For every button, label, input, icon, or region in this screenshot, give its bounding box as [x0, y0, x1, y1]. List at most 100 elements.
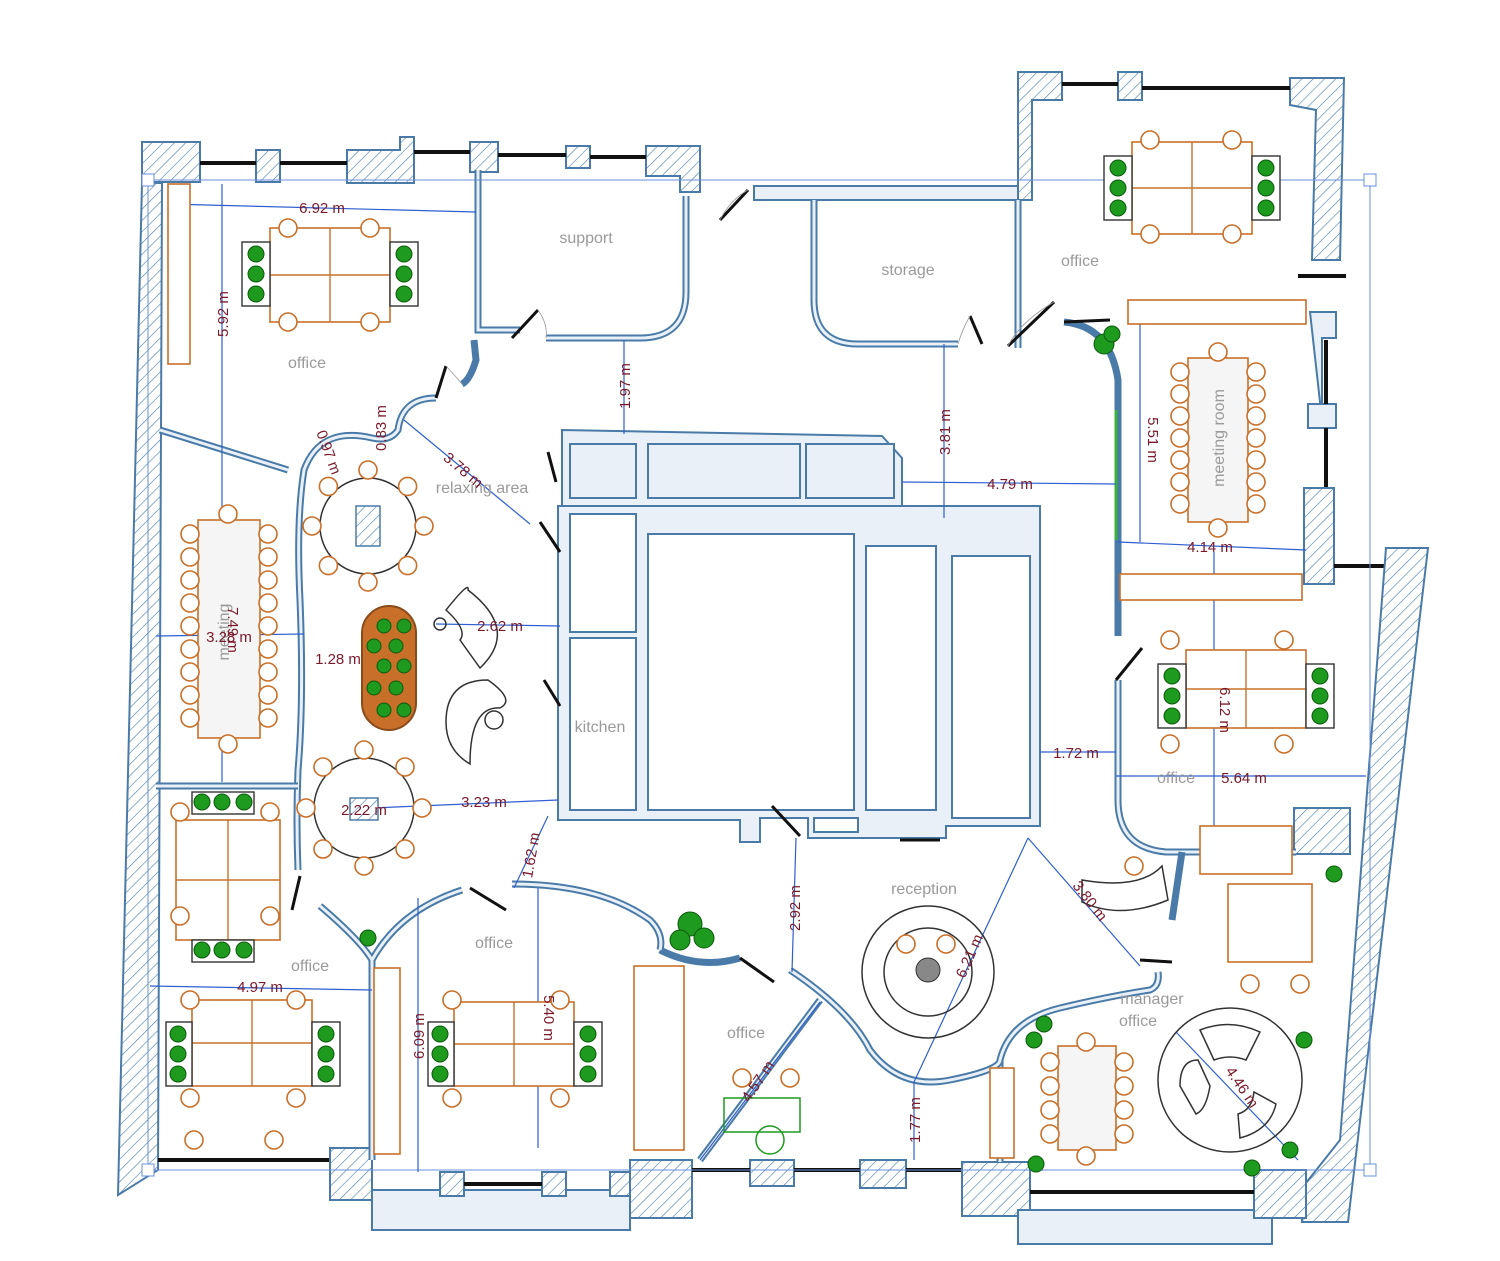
- chair: [318, 476, 339, 497]
- chair: [180, 616, 200, 636]
- chair: [354, 740, 374, 760]
- chair: [358, 460, 378, 480]
- chair: [354, 856, 374, 876]
- chair: [1160, 734, 1180, 754]
- chair: [1246, 362, 1266, 382]
- chair: [1274, 630, 1294, 650]
- room-label-office: office: [291, 958, 329, 975]
- chair: [1246, 384, 1266, 404]
- chair: [1076, 1146, 1096, 1166]
- dimension-label: 4.97 m: [237, 979, 283, 996]
- chair: [1246, 406, 1266, 426]
- dimension-label: 6.09 m: [411, 1013, 428, 1059]
- room-label-reception: reception: [891, 881, 957, 898]
- room-label-manager-office: manager: [1120, 991, 1184, 1008]
- chair: [258, 616, 278, 636]
- chair: [180, 708, 200, 728]
- chair: [258, 639, 278, 659]
- chair: [550, 990, 570, 1010]
- room-labels: support storage office office relaxing a…: [216, 230, 1228, 1042]
- chair: [1040, 1076, 1060, 1096]
- dimension-label: 3.23 m: [461, 794, 507, 811]
- chair: [180, 662, 200, 682]
- chair: [896, 934, 916, 954]
- dimension-label: 1.77 m: [907, 1097, 924, 1143]
- dimension-label: 5.64 m: [1221, 770, 1267, 787]
- chair: [1240, 974, 1260, 994]
- exterior-walls: [116, 71, 1430, 1245]
- chair: [1114, 1124, 1134, 1144]
- chair: [180, 1088, 200, 1108]
- room-label-office: office: [1061, 253, 1099, 270]
- chair: [1170, 428, 1190, 448]
- meeting-table: [1187, 357, 1249, 523]
- chair: [1208, 518, 1228, 538]
- dimension-label: 2.62 m: [477, 618, 523, 635]
- dimension-label: 1.62 m: [519, 831, 544, 879]
- chair: [180, 593, 200, 613]
- chair: [313, 757, 333, 777]
- dimension-label: 5.40 m: [540, 995, 557, 1041]
- chair: [170, 802, 190, 822]
- dimension-label: 2.22 m: [341, 802, 387, 819]
- furniture: [165, 130, 1343, 1177]
- room-label-office: office: [727, 1025, 765, 1042]
- chair: [318, 555, 339, 576]
- chair: [442, 1088, 462, 1108]
- chair: [170, 906, 190, 926]
- chair: [397, 476, 418, 497]
- chair: [1170, 494, 1190, 514]
- doors: [290, 188, 1173, 984]
- room-label-office: office: [475, 935, 513, 952]
- dimension-label: 5.92 m: [215, 291, 232, 337]
- dimension-label: 4.79 m: [987, 476, 1033, 493]
- chair: [1170, 406, 1190, 426]
- workstation-cluster: [165, 999, 341, 1087]
- chair: [1114, 1052, 1134, 1072]
- chair: [286, 1088, 306, 1108]
- room-label-storage: storage: [881, 262, 934, 279]
- chair: [258, 685, 278, 705]
- meeting-table: [197, 519, 261, 739]
- dimension-label: 1.97 m: [617, 363, 634, 409]
- chairs: [170, 342, 1310, 1166]
- chair: [395, 757, 415, 777]
- meeting-table: [1057, 1045, 1117, 1151]
- dimension-label: 6.12 m: [1216, 687, 1233, 733]
- chair: [550, 1088, 570, 1108]
- chair: [1170, 472, 1190, 492]
- chair: [286, 990, 306, 1010]
- chair: [260, 906, 280, 926]
- dimension-label: 3.81 m: [937, 409, 954, 455]
- room-label-office: office: [288, 355, 326, 372]
- dimension-label: 5.51 m: [1144, 417, 1161, 463]
- chair: [1246, 494, 1266, 514]
- dimension-label: 4.14 m: [1187, 539, 1233, 556]
- chair: [395, 839, 415, 859]
- chair: [258, 593, 278, 613]
- chair: [258, 524, 278, 544]
- dimension-label: 1.72 m: [1053, 745, 1099, 762]
- chair: [936, 934, 956, 954]
- chair: [1040, 1052, 1060, 1072]
- chair: [1290, 974, 1310, 994]
- chair: [1114, 1100, 1134, 1120]
- chair: [180, 547, 200, 567]
- chair: [218, 734, 238, 754]
- chair: [313, 839, 333, 859]
- chair: [1124, 856, 1144, 876]
- chair: [358, 572, 378, 592]
- room-label-support: support: [559, 230, 613, 247]
- dimension-label: 0.83 m: [373, 405, 390, 451]
- chair: [180, 990, 200, 1010]
- interior-walls: [156, 170, 1296, 1163]
- chair: [732, 1068, 752, 1088]
- chair: [296, 798, 316, 818]
- chair: [1040, 1100, 1060, 1120]
- dimension-lines: [141, 173, 1377, 1177]
- chair: [184, 1130, 204, 1150]
- dimension-label: 1.28 m: [315, 651, 361, 668]
- room-label-meeting-room: meeting room: [1211, 389, 1228, 487]
- workstation-cluster: [1157, 649, 1335, 729]
